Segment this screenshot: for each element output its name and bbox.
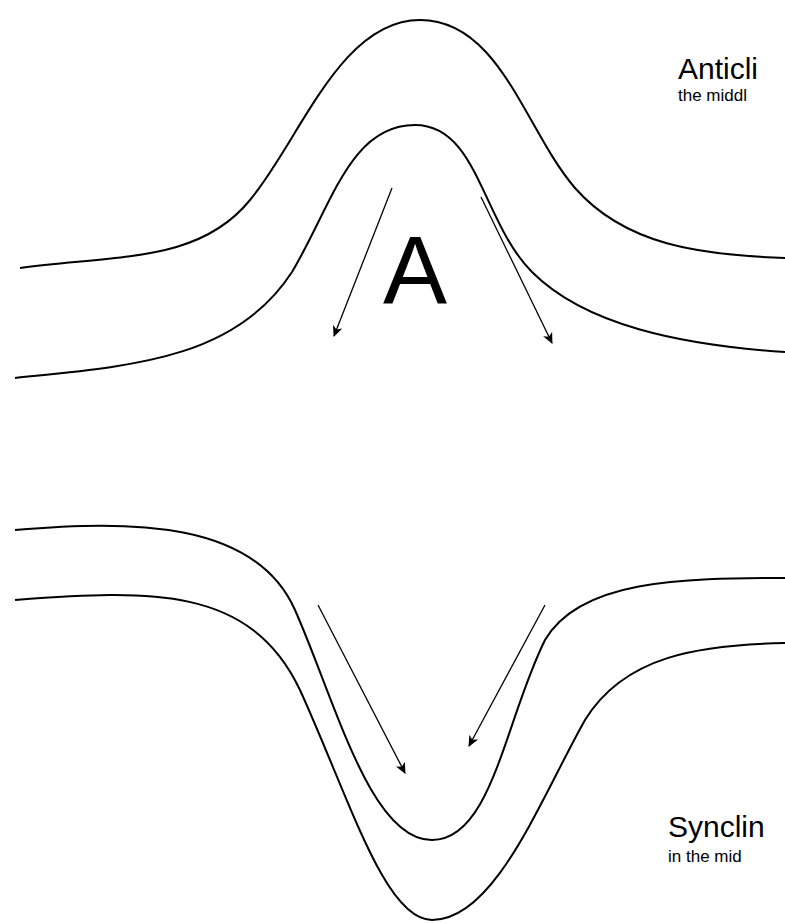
anticline-inner-layer xyxy=(15,125,785,378)
syncline-upper-layer xyxy=(15,526,785,840)
dip-arrow xyxy=(318,605,405,773)
dip-arrow xyxy=(469,605,545,746)
dip-arrow xyxy=(481,197,552,343)
fold-note: the middl xyxy=(678,87,747,104)
fold-name: Synclin xyxy=(668,812,765,842)
fold-note: in the mid xyxy=(668,848,742,865)
fold-letter: A xyxy=(383,222,447,318)
fold-name: Anticli xyxy=(678,54,758,84)
syncline-lower-layer xyxy=(15,595,785,920)
